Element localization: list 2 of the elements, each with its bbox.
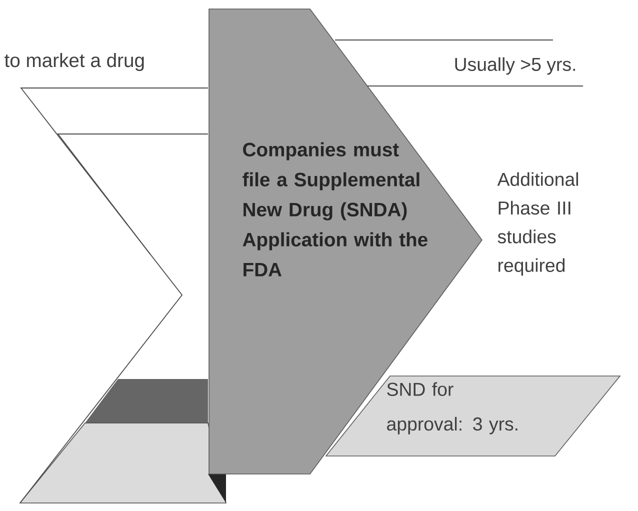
duration-label: Usually >5 yrs.	[455, 57, 576, 75]
heading-fragment: to market a drug	[4, 53, 144, 72]
